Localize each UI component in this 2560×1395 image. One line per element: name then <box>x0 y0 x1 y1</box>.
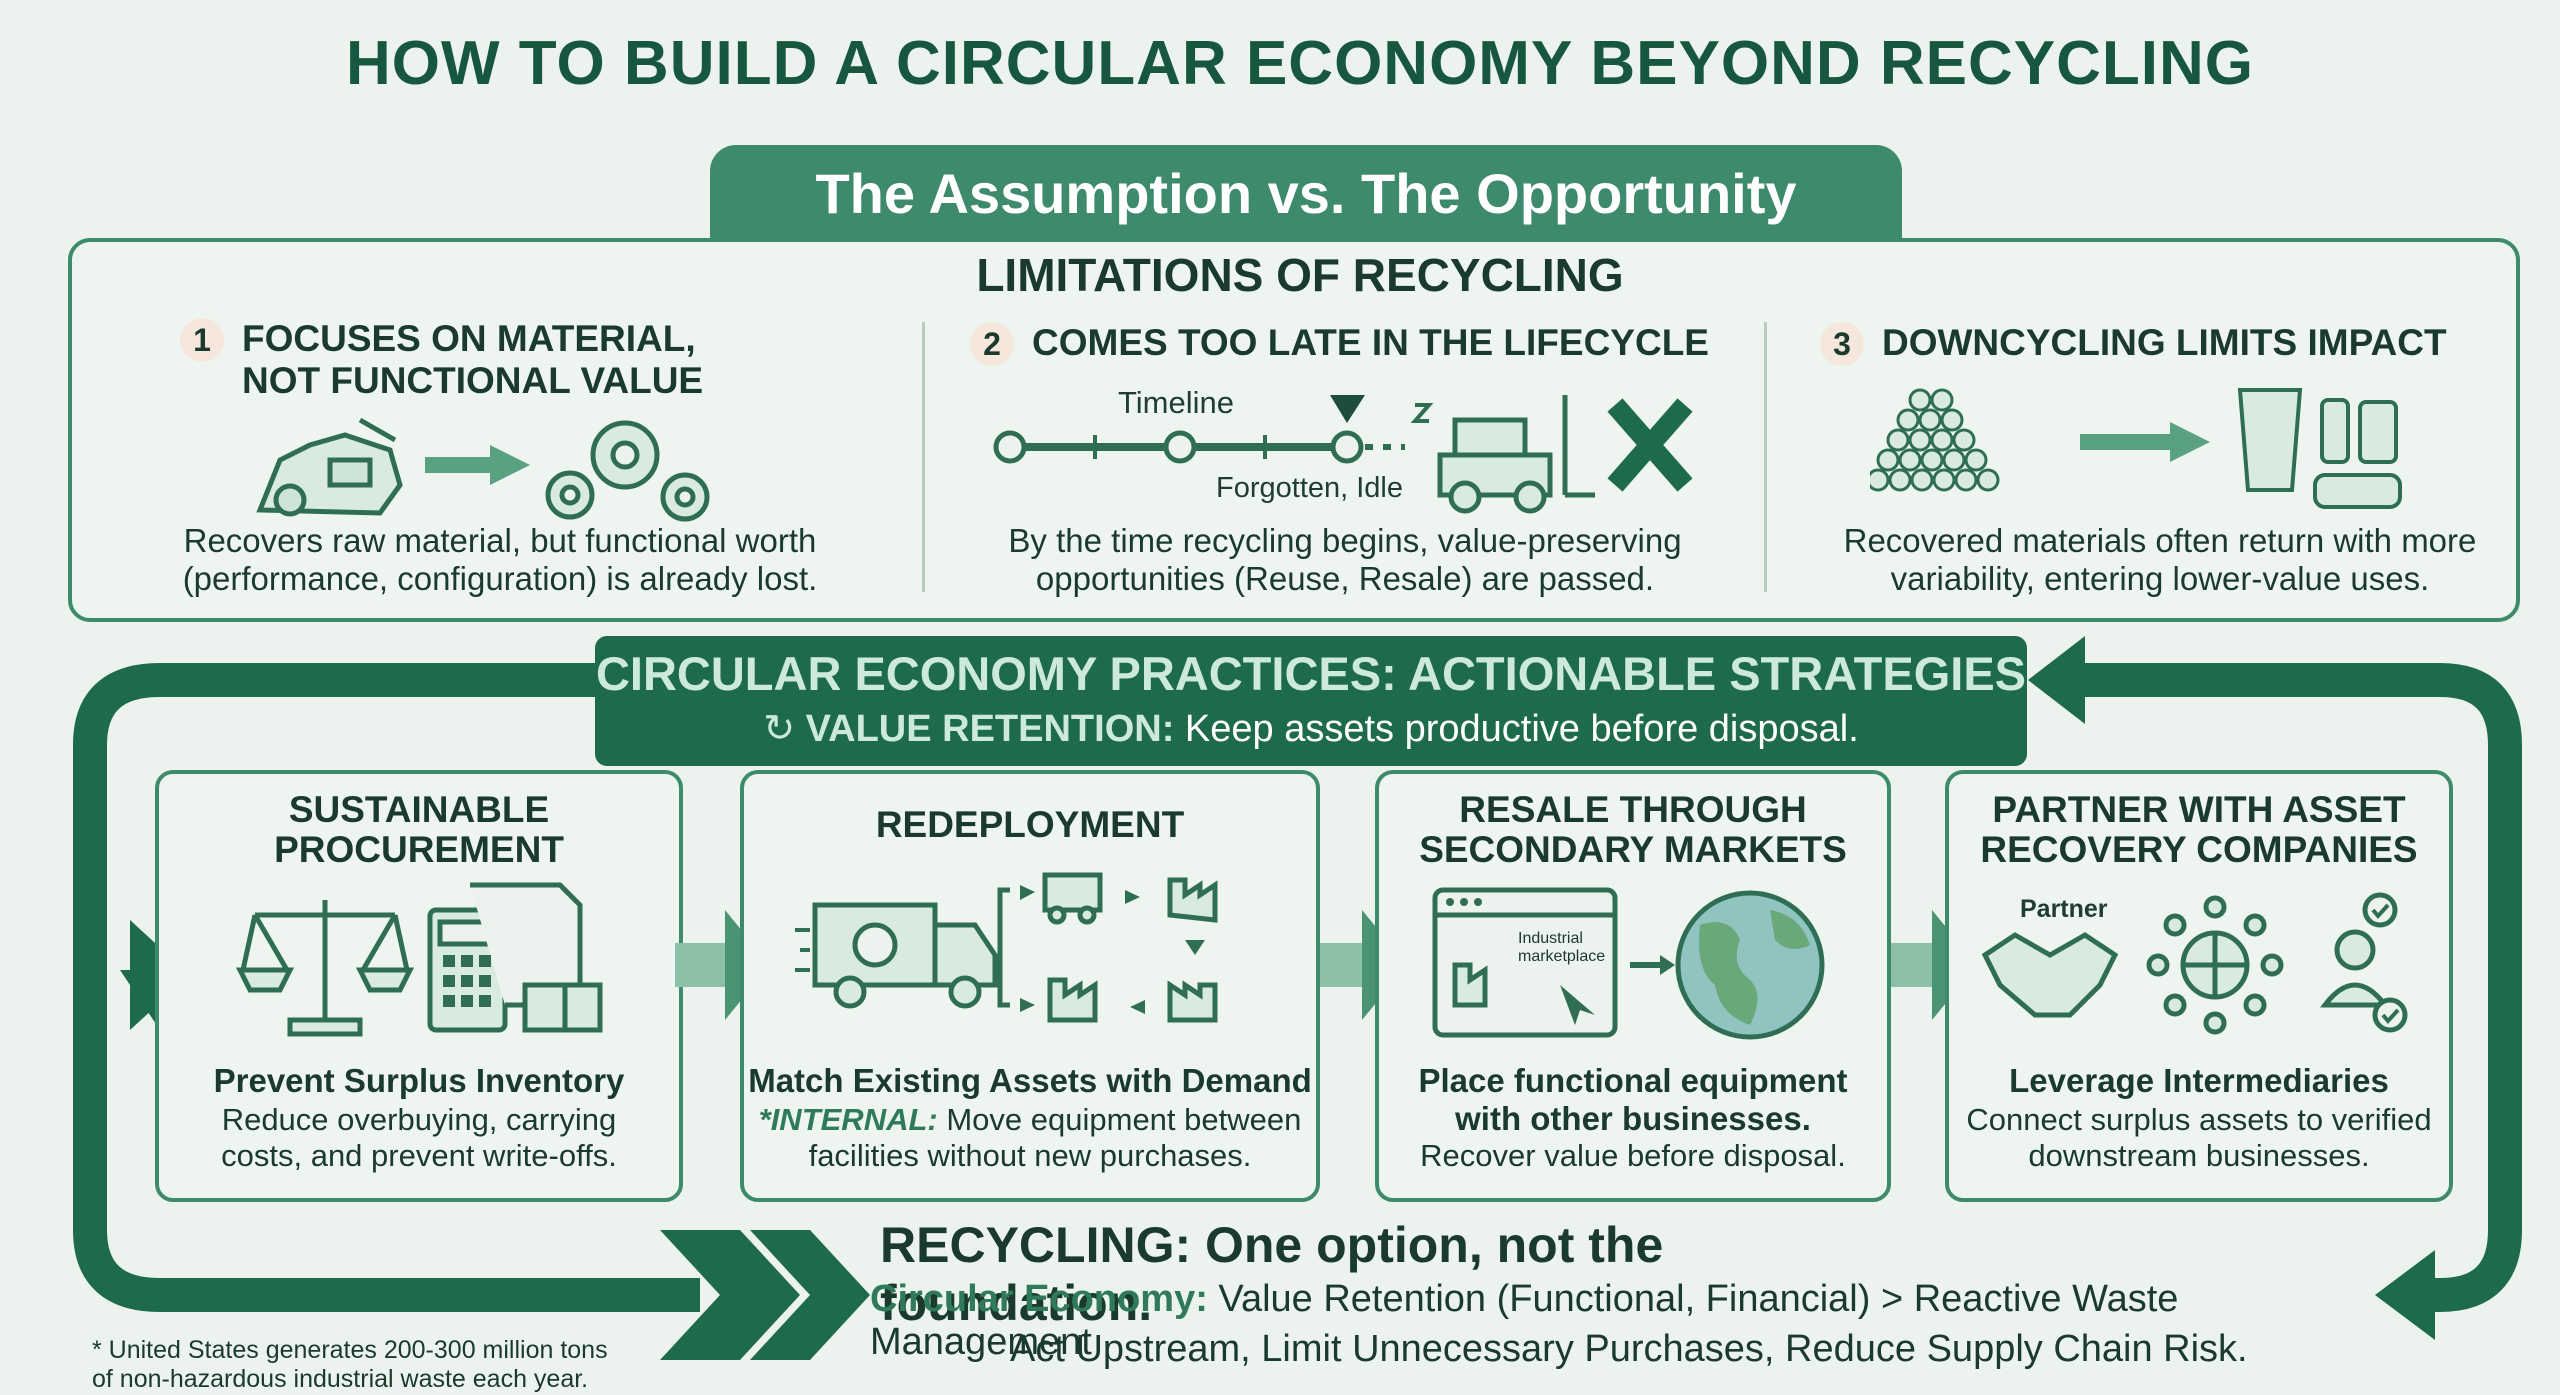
card-bold: Place functional equipment with other bu… <box>1375 1062 1891 1138</box>
bold-line: with other businesses. <box>1455 1100 1811 1137</box>
truck-factories-icon <box>795 872 1218 1023</box>
text-line: opportunities (Reuse, Resale) are passed… <box>1035 560 1655 597</box>
timeline-icon <box>993 395 1693 514</box>
card-title: RESALE THROUGH SECONDARY MARKETS <box>1375 790 1891 870</box>
label-line: marketplace <box>1518 948 1606 965</box>
limitation-title: NOT FUNCTIONAL VALUE <box>242 360 704 401</box>
card-text: Reduce overbuying, carrying costs, and p… <box>155 1102 683 1174</box>
card-title: SUSTAINABLE PROCUREMENT <box>155 790 683 870</box>
card-bold: Prevent Surplus Inventory <box>213 1062 625 1099</box>
subtitle-rest: Keep assets productive before disposal. <box>1174 708 1859 750</box>
text-line: (performance, configuration) is already … <box>182 560 818 597</box>
scales-calculator-icon <box>235 882 603 1037</box>
title-line: PARTNER WITH ASSET <box>1992 789 2406 830</box>
text-line: downstream businesses. <box>2028 1138 2370 1173</box>
circular-economy-line: Circular Economy: Value Retention (Funct… <box>870 1278 2390 1364</box>
practices-title: CIRCULAR ECONOMY PRACTICES: ACTIONABLE S… <box>595 647 2027 700</box>
number-badge: 2 <box>970 322 1014 366</box>
subtitle-bold: VALUE RETENTION: <box>805 708 1175 750</box>
limitations-heading: LIMITATIONS OF RECYCLING <box>976 249 1624 301</box>
text-line: variability, entering lower-value uses. <box>1890 560 2430 597</box>
label-line: Industrial <box>1518 930 1583 947</box>
title-line: PROCUREMENT <box>274 829 564 870</box>
partner-label: Partner <box>2020 895 2108 923</box>
marketplace-globe-icon <box>1432 887 1825 1040</box>
limitation-1: 1 FOCUSES ON MATERIAL, NOT FUNCTIONAL VA… <box>180 318 900 402</box>
assumption-tab: The Assumption vs. The Opportunity <box>710 145 1902 241</box>
text-prefix: *INTERNAL: <box>758 1102 938 1137</box>
page-title: HOW TO BUILD A CIRCULAR ECONOMY BEYOND R… <box>345 29 2255 98</box>
text-line: facilities without new purchases. <box>808 1138 1252 1173</box>
limitation-title: FOCUSES ON MATERIAL, <box>242 318 696 359</box>
card-bold: Match Existing Assets with Demand <box>748 1062 1312 1099</box>
divider <box>1764 322 1767 592</box>
upstream-line: Act Upstream, Limit Unnecessary Purchase… <box>1010 1328 2248 1370</box>
forgotten-label: Forgotten, Idle <box>1216 472 1403 504</box>
number-badge: 3 <box>1820 322 1864 366</box>
card-title: REDEPLOYMENT <box>875 804 1185 845</box>
card-text: Recover value before disposal. <box>1420 1138 1846 1173</box>
text-line: costs, and prevent write-offs. <box>221 1138 617 1173</box>
limitation-text: Recovers raw material, but functional wo… <box>110 522 890 598</box>
refresh-icon: ↻ <box>763 708 806 750</box>
handshake-network-people-icon <box>1981 892 2408 1035</box>
bold-line: Place functional equipment <box>1418 1062 1848 1099</box>
divider <box>922 322 925 592</box>
limitation-title: DOWNCYCLING LIMITS IMPACT <box>1882 322 2447 363</box>
card-text: Connect surplus assets to verified downs… <box>1945 1102 2453 1174</box>
text-line: Recovered materials often return with mo… <box>1843 522 2477 559</box>
limitation-text: By the time recycling begins, value-pres… <box>950 522 1740 598</box>
card-bold: Leverage Intermediaries <box>2009 1062 2389 1099</box>
title-line: RECOVERY COMPANIES <box>1980 829 2418 870</box>
material-to-gears-icon <box>256 417 710 522</box>
marketplace-label: Industrial marketplace <box>1518 930 1605 966</box>
number-badge: 1 <box>180 318 224 362</box>
footnote: * United States generates 200-300 millio… <box>92 1336 692 1394</box>
limitation-title: COMES TOO LATE IN THE LIFECYCLE <box>1032 322 1709 363</box>
circular-bold: Circular Economy: <box>870 1278 1208 1320</box>
timeline-label: Timeline <box>1118 385 1234 420</box>
title-line: SUSTAINABLE <box>288 789 550 830</box>
text-line: Connect surplus assets to verified <box>1966 1102 2432 1137</box>
card-title: PARTNER WITH ASSET RECOVERY COMPANIES <box>1945 790 2453 870</box>
recycling-statement: RECYCLING: One option, not the foundatio… <box>880 1217 1664 1331</box>
practices-subtitle: ↻ VALUE RETENTION: Keep assets productiv… <box>595 706 2027 751</box>
text-line: Move equipment between <box>937 1102 1302 1137</box>
card-text: *INTERNAL: Move equipment between facili… <box>740 1102 1320 1174</box>
practices-banner <box>595 636 2027 766</box>
text-line: Reduce overbuying, carrying <box>221 1102 617 1137</box>
circular-rest: Value Retention (Functional, Financial) … <box>870 1278 2179 1363</box>
limitations-panel <box>68 238 2520 622</box>
text-line: Recovers raw material, but functional wo… <box>183 522 817 559</box>
footnote-line: * United States generates 200-300 millio… <box>92 1336 608 1364</box>
limitation-text: Recovered materials often return with mo… <box>1790 522 2530 598</box>
title-line: RESALE THROUGH <box>1459 789 1807 830</box>
downcycling-icon <box>1870 388 2402 509</box>
text-line: By the time recycling begins, value-pres… <box>1008 522 1682 559</box>
limitation-2: 2 COMES TOO LATE IN THE LIFECYCLE <box>970 322 1750 366</box>
title-line: SECONDARY MARKETS <box>1419 829 1847 870</box>
limitation-3: 3 DOWNCYCLING LIMITS IMPACT <box>1820 322 2500 366</box>
footnote-line: of non-hazardous industrial waste each y… <box>92 1365 589 1393</box>
